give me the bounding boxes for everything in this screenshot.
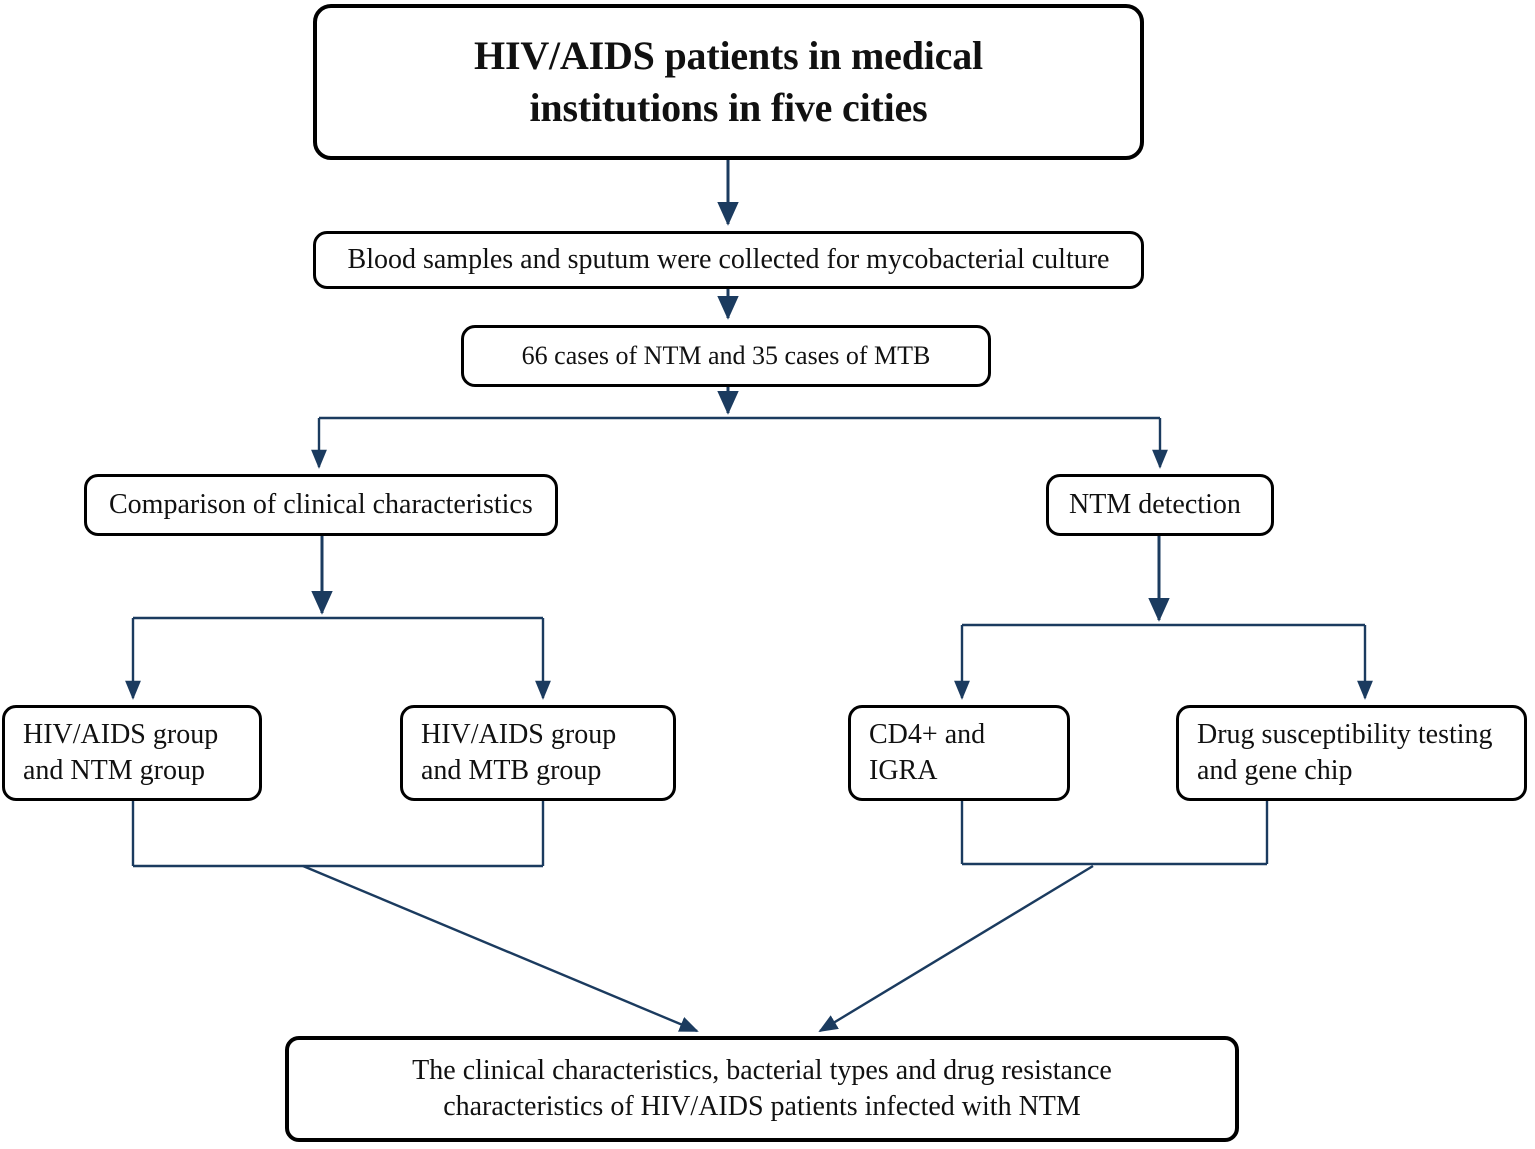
node-hivaids-patients-label: HIV/AIDS patients in medical institution…	[474, 33, 983, 130]
node-hivaids-mtb-group: HIV/AIDS group and MTB group	[400, 705, 676, 801]
node-case-counts-label: 66 cases of NTM and 35 cases of MTB	[521, 341, 931, 371]
node-hivaids-ntm-group: HIV/AIDS group and NTM group	[2, 705, 262, 801]
node-drug-susceptibility-genechip: Drug susceptibility testing and gene chi…	[1176, 705, 1527, 801]
node-hivaids-patients: HIV/AIDS patients in medical institution…	[313, 4, 1144, 160]
node-cd4-igra: CD4+ and IGRA	[848, 705, 1070, 801]
node-cd4-igra-label: CD4+ and IGRA	[869, 718, 986, 786]
node-ntm-detection: NTM detection	[1046, 474, 1274, 536]
node-clinical-comparison-label: Comparison of clinical characteristics	[109, 488, 533, 520]
edge-right-merge-to-conclusion	[818, 864, 1094, 1033]
edge-left-merge-to-conclusion	[302, 864, 699, 1033]
node-conclusion-label: The clinical characteristics, bacterial …	[412, 1054, 1112, 1122]
node-drug-susceptibility-genechip-label: Drug susceptibility testing and gene chi…	[1197, 718, 1493, 786]
node-ntm-detection-label: NTM detection	[1069, 488, 1241, 520]
node-hivaids-ntm-group-label: HIV/AIDS group and NTM group	[23, 718, 219, 786]
node-clinical-comparison: Comparison of clinical characteristics	[84, 474, 558, 536]
node-conclusion: The clinical characteristics, bacterial …	[285, 1036, 1239, 1142]
node-sample-collection: Blood samples and sputum were collected …	[313, 231, 1144, 289]
node-case-counts: 66 cases of NTM and 35 cases of MTB	[461, 325, 991, 387]
node-sample-collection-label: Blood samples and sputum were collected …	[347, 243, 1110, 275]
node-hivaids-mtb-group-label: HIV/AIDS group and MTB group	[421, 718, 617, 786]
